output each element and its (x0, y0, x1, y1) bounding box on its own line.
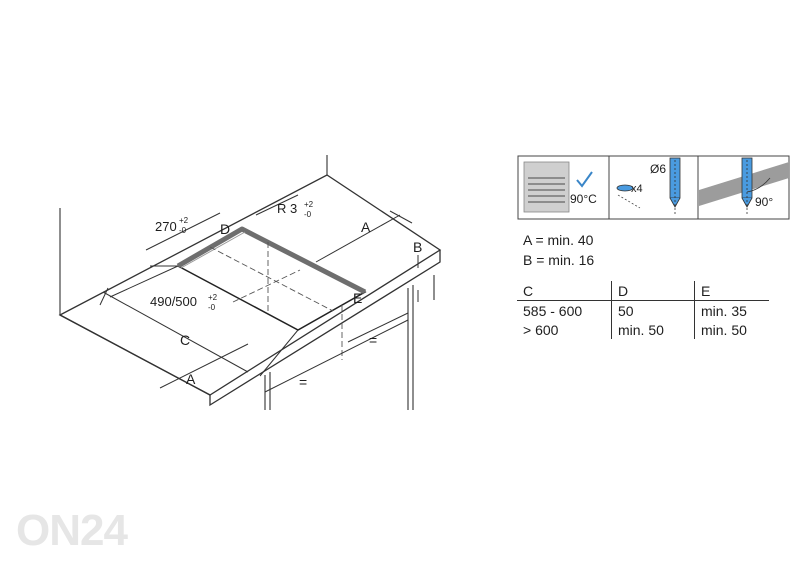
panel-drill-dia: Ø6 (650, 162, 666, 176)
label-equal-2: = (369, 332, 377, 348)
label-width-270-tol-plus: +2 (179, 216, 189, 225)
label-radius-tol-plus: +2 (304, 200, 314, 209)
spec-b: B = min. 16 (523, 252, 595, 268)
label-depth-tol-plus: +2 (208, 293, 218, 302)
label-d: D (220, 221, 230, 237)
cell-c-2: > 600 (517, 320, 612, 339)
panel-angle-90-text: 90° (755, 195, 773, 209)
label-radius-tol-minus: -0 (304, 210, 312, 219)
panel-drill-count: x4 (631, 183, 643, 195)
label-a-top: A (361, 219, 371, 235)
watermark-logo: ON24 (16, 506, 128, 555)
label-depth-tol-minus: -0 (208, 303, 216, 312)
spec-a: A = min. 40 (523, 232, 594, 248)
cell-e-1: min. 35 (701, 302, 747, 319)
spec-table: C D E 585 - 600 50 min. 35 > 600 min. 50… (517, 281, 769, 339)
header-d: D (611, 281, 695, 301)
label-b: B (413, 239, 422, 255)
cell-d-2: min. 50 (611, 320, 695, 339)
label-e: E (353, 290, 362, 306)
table-row: > 600 min. 50 min. 50 (517, 320, 769, 339)
header-c: C (517, 281, 612, 301)
panel-angle-text: 90°C (570, 192, 597, 206)
label-equal-1: = (299, 374, 307, 390)
cell-c-1: 585 - 600 (517, 300, 612, 320)
cell-d-1: 50 (611, 300, 695, 320)
label-width-270-tol-minus: -0 (179, 226, 187, 235)
check-icon (576, 171, 593, 188)
install-panels: 90°C x4 Ø6 90° (517, 155, 790, 220)
drill-hole-icon (616, 184, 634, 192)
cell-e-2: min. 50 (701, 321, 747, 338)
label-width-270: 270 (155, 219, 177, 234)
label-radius: R 3 (277, 201, 297, 216)
spec-table-header: C D E (517, 281, 769, 301)
hob-cutout (176, 226, 367, 331)
dimension-lines (99, 194, 419, 393)
header-e: E (694, 281, 769, 301)
countertop-outline (58, 174, 442, 407)
cabinet-sides (264, 275, 435, 410)
table-row: 585 - 600 50 min. 35 (517, 300, 769, 320)
center-lines (209, 242, 343, 360)
label-c: C (180, 332, 190, 348)
label-a-bottom: A (186, 371, 196, 387)
label-depth: 490/500 (150, 294, 197, 309)
wall-lines (59, 155, 328, 315)
